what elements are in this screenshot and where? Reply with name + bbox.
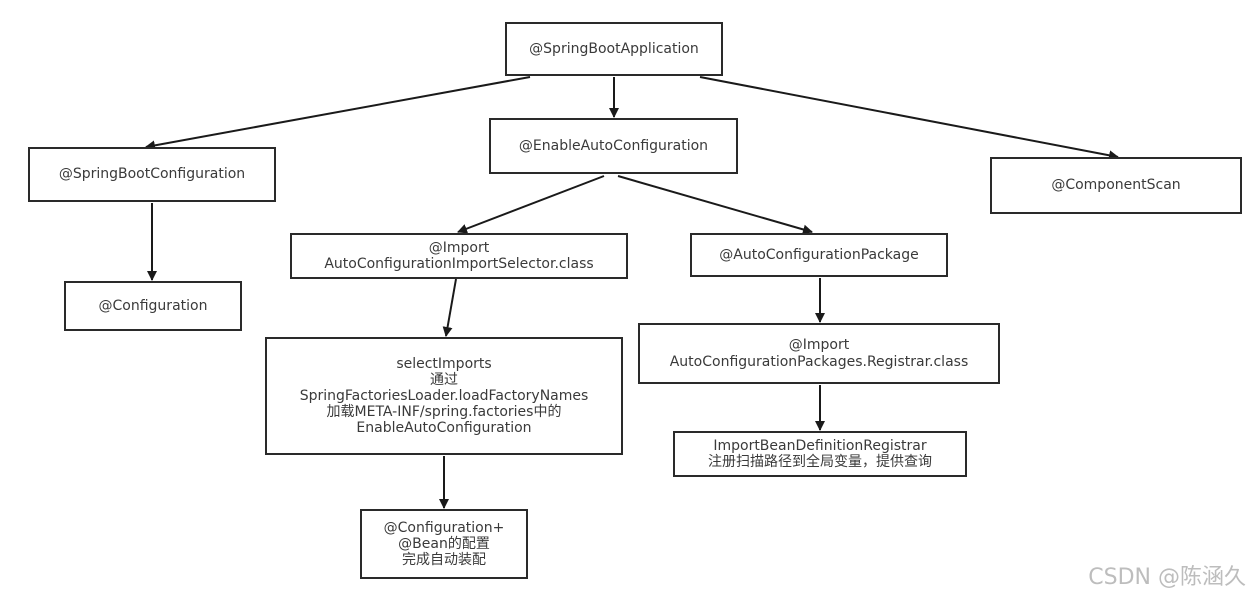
node-label: @EnableAutoConfiguration bbox=[518, 137, 709, 154]
node-label: @ComponentScan bbox=[1051, 177, 1181, 194]
node-configuration-bean: @Configuration+ @Bean的配置 完成自动装配 bbox=[360, 509, 528, 579]
node-select-imports: selectImports 通过 SpringFactoriesLoader.l… bbox=[265, 337, 623, 455]
node-label: ImportBeanDefinitionRegistrar 注册扫描路径到全局变… bbox=[708, 437, 932, 470]
node-configuration: @Configuration bbox=[64, 281, 242, 331]
edge-importselector-to-selectimports bbox=[442, 278, 457, 337]
node-label: @SpringBootConfiguration bbox=[58, 166, 246, 183]
node-component-scan: @ComponentScan bbox=[990, 157, 1242, 214]
node-import-auto-configuration-packages-registrar: @Import AutoConfigurationPackages.Regist… bbox=[638, 323, 1000, 384]
edge-enableauto-to-autoconfigpackage bbox=[617, 175, 813, 235]
node-label: @Import AutoConfigurationImportSelector.… bbox=[324, 239, 594, 272]
node-label: @Import AutoConfigurationPackages.Regist… bbox=[669, 337, 969, 370]
edge-app-to-componentscan bbox=[699, 76, 1119, 161]
node-label: @Configuration bbox=[98, 297, 208, 314]
node-label: selectImports 通过 SpringFactoriesLoader.l… bbox=[299, 355, 589, 437]
node-enable-auto-configuration: @EnableAutoConfiguration bbox=[489, 118, 738, 174]
csdn-watermark: CSDN @陈涵久 bbox=[1088, 565, 1246, 590]
edge-app-to-bootconfig bbox=[145, 76, 531, 151]
node-spring-boot-configuration: @SpringBootConfiguration bbox=[28, 147, 276, 202]
node-import-auto-configuration-import-selector: @Import AutoConfigurationImportSelector.… bbox=[290, 233, 628, 279]
edge-enableauto-to-importselector bbox=[457, 175, 605, 234]
node-label: @SpringBootApplication bbox=[529, 40, 699, 57]
node-spring-boot-application: @SpringBootApplication bbox=[505, 22, 723, 76]
node-import-bean-definition-registrar: ImportBeanDefinitionRegistrar 注册扫描路径到全局变… bbox=[673, 431, 967, 477]
node-auto-configuration-package: @AutoConfigurationPackage bbox=[690, 233, 948, 277]
node-label: @AutoConfigurationPackage bbox=[719, 246, 919, 263]
node-label: @Configuration+ @Bean的配置 完成自动装配 bbox=[383, 519, 505, 569]
